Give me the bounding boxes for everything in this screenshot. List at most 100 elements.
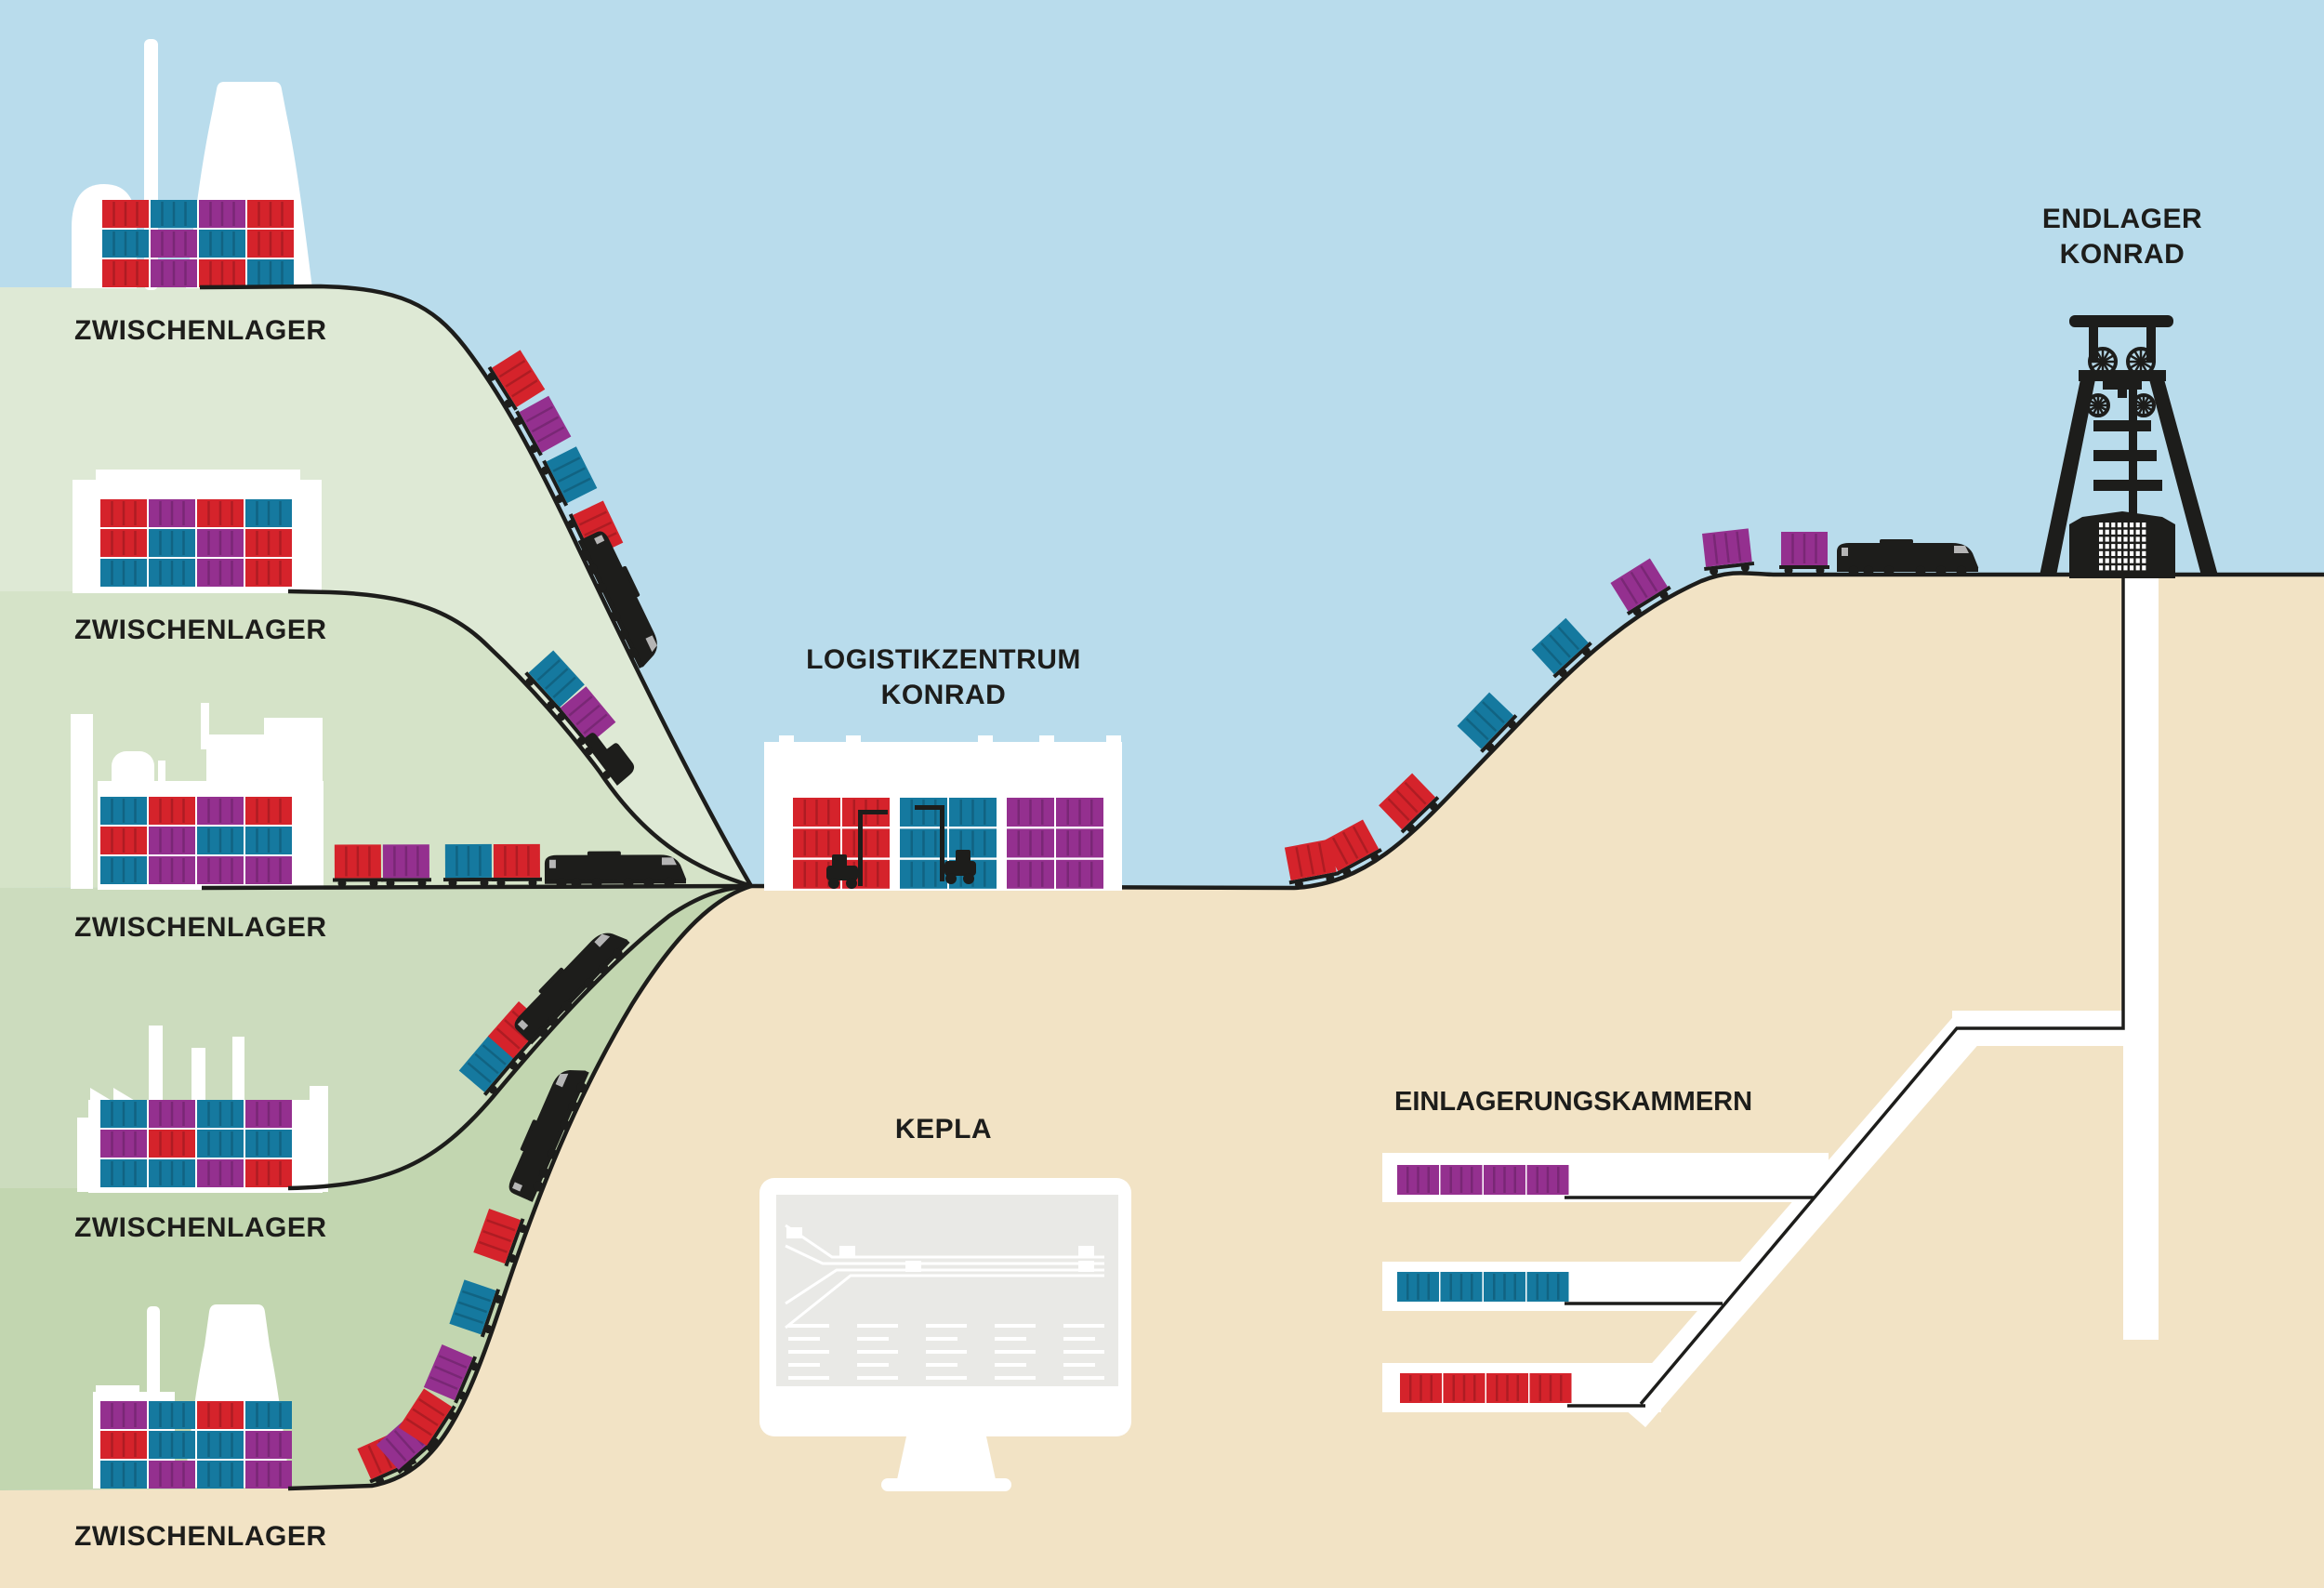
train-flatcar bbox=[332, 844, 383, 888]
zwischenlager-label-3: ZWISCHENLAGER bbox=[74, 912, 327, 943]
container bbox=[900, 798, 947, 827]
container bbox=[102, 230, 149, 258]
container bbox=[247, 200, 294, 228]
train-flatcar bbox=[1702, 528, 1755, 576]
site-5-containers bbox=[100, 1401, 292, 1489]
container bbox=[199, 200, 245, 228]
logistikzentrum bbox=[764, 735, 1122, 891]
container bbox=[382, 844, 429, 879]
container bbox=[149, 529, 195, 557]
container bbox=[1486, 1373, 1528, 1403]
container bbox=[197, 499, 244, 527]
endlager-headframe bbox=[2040, 315, 2218, 578]
container bbox=[197, 827, 244, 854]
container bbox=[245, 856, 292, 884]
container bbox=[900, 859, 947, 889]
underground bbox=[1382, 576, 2159, 1428]
container bbox=[1702, 528, 1752, 567]
einlagerungskammern-label: EINLAGERUNGSKAMMERN bbox=[1394, 1087, 1753, 1117]
train-flatcar bbox=[540, 446, 598, 507]
container bbox=[100, 529, 147, 557]
forklift-icon bbox=[826, 810, 888, 889]
locomotive bbox=[582, 733, 635, 786]
train-flatcar bbox=[1284, 839, 1340, 889]
container bbox=[1484, 1272, 1525, 1302]
train-flatcar bbox=[442, 843, 494, 888]
container bbox=[197, 559, 244, 587]
train-flatcar bbox=[1322, 819, 1382, 877]
container bbox=[151, 230, 197, 258]
zwischenlager-label-1: ZWISCHENLAGER bbox=[74, 315, 327, 346]
train-flatcar bbox=[1457, 692, 1518, 753]
container bbox=[1781, 532, 1828, 565]
container bbox=[1284, 839, 1337, 881]
container bbox=[245, 529, 292, 557]
container bbox=[1322, 819, 1380, 871]
container bbox=[473, 1208, 522, 1264]
train-flatcar bbox=[380, 844, 431, 888]
container bbox=[1526, 1165, 1569, 1195]
site-1-containers bbox=[102, 200, 294, 287]
container bbox=[100, 1431, 147, 1459]
container bbox=[1379, 773, 1436, 830]
container bbox=[398, 1388, 453, 1447]
container bbox=[149, 1431, 195, 1459]
container bbox=[245, 559, 292, 587]
container bbox=[245, 1431, 292, 1459]
container bbox=[151, 200, 197, 228]
container bbox=[197, 1461, 244, 1489]
container bbox=[1484, 1165, 1525, 1195]
train-terrace-2 bbox=[524, 650, 635, 786]
container bbox=[100, 559, 147, 587]
container bbox=[100, 1130, 147, 1158]
train-flatcar bbox=[449, 1279, 503, 1338]
container bbox=[528, 650, 585, 708]
einlagerungskammern bbox=[1397, 1165, 1572, 1403]
train-flatcar bbox=[487, 350, 546, 411]
container bbox=[197, 1130, 244, 1158]
train-terrace-4 bbox=[458, 933, 630, 1096]
container bbox=[458, 1035, 515, 1092]
logistikzentrum-label-line1: LOGISTIKZENTRUM bbox=[806, 644, 1081, 675]
tracks bbox=[199, 284, 2324, 1491]
container bbox=[334, 844, 381, 879]
container bbox=[100, 1159, 147, 1187]
locomotive bbox=[514, 933, 630, 1045]
container bbox=[149, 827, 195, 854]
forklift-icon bbox=[915, 805, 976, 884]
train-flatcar bbox=[524, 650, 585, 711]
container bbox=[149, 856, 195, 884]
container bbox=[1400, 1373, 1442, 1403]
container bbox=[423, 1344, 473, 1401]
container bbox=[197, 1159, 244, 1187]
container bbox=[1007, 828, 1054, 858]
container bbox=[493, 843, 540, 878]
container bbox=[102, 200, 149, 228]
locomotive bbox=[508, 1070, 589, 1202]
container bbox=[245, 797, 292, 825]
container bbox=[197, 1431, 244, 1459]
train-flatcar bbox=[514, 395, 572, 457]
train-flatcar bbox=[1610, 558, 1671, 616]
buildings bbox=[71, 39, 328, 1489]
train-terrace-5 bbox=[357, 1070, 589, 1486]
container bbox=[245, 1100, 292, 1128]
container bbox=[151, 259, 197, 287]
container bbox=[245, 1461, 292, 1489]
container bbox=[1529, 1373, 1572, 1403]
zwischenlager-label-4: ZWISCHENLAGER bbox=[74, 1212, 327, 1243]
train-flatcar bbox=[423, 1344, 480, 1404]
container bbox=[102, 259, 149, 287]
locomotive bbox=[577, 531, 657, 668]
container bbox=[1007, 859, 1054, 889]
train-flatcar bbox=[473, 1208, 527, 1267]
container bbox=[149, 1461, 195, 1489]
container bbox=[149, 1159, 195, 1187]
container bbox=[1440, 1165, 1483, 1195]
container bbox=[100, 1461, 147, 1489]
container bbox=[449, 1279, 496, 1335]
container bbox=[1397, 1165, 1439, 1195]
container bbox=[245, 1401, 292, 1429]
container bbox=[793, 798, 840, 827]
